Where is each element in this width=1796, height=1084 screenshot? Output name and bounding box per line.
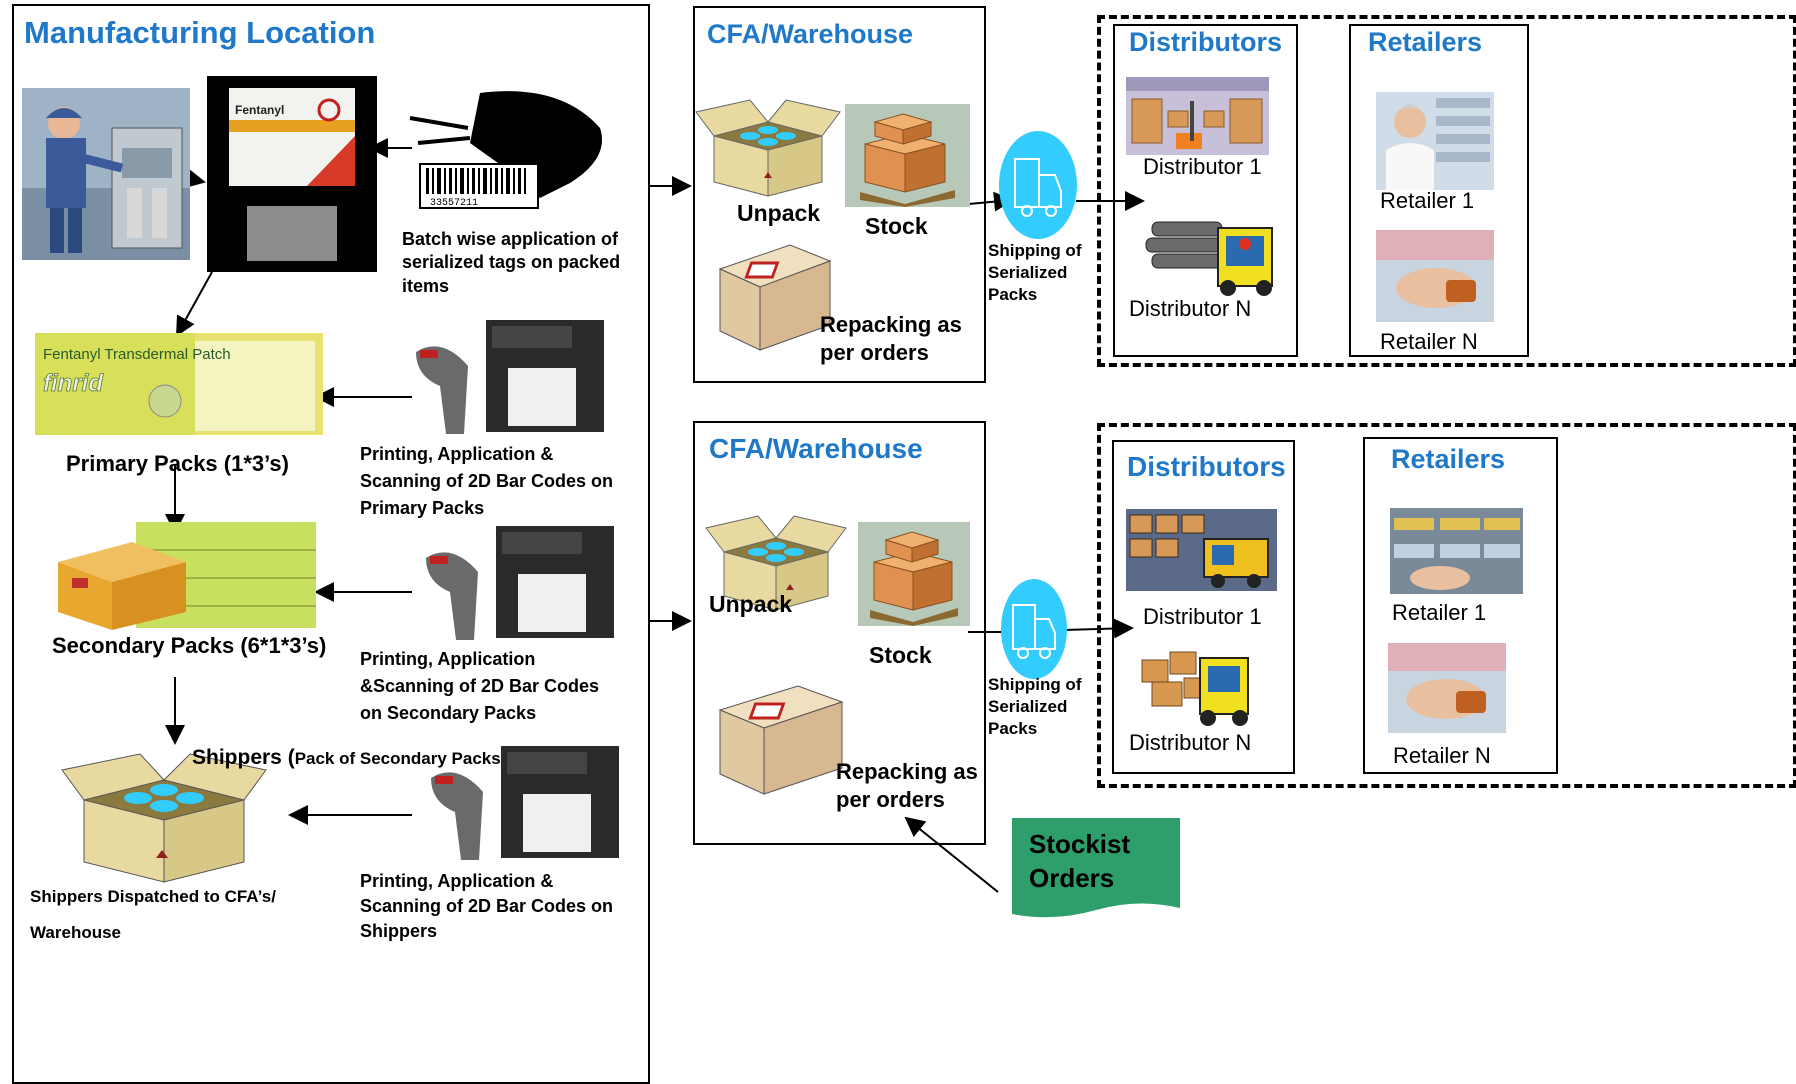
shippers-title-sub: Pack of Secondary Packs)	[294, 749, 507, 768]
shipping-top-label: Shipping of Serialized Packs	[988, 241, 1082, 305]
cfa-warehouse-top-title: CFA/Warehouse	[707, 19, 914, 49]
shipping-bottom-label: Shipping of Serialized Packs	[988, 675, 1082, 739]
pack-brand-name-text: finrid	[43, 370, 104, 397]
stockist-orders-label: Stockist Orders	[1029, 829, 1131, 893]
stockist-orders-shape	[1012, 818, 1180, 918]
unpack-box-top-icon	[695, 99, 841, 197]
stock-top-label: Stock	[865, 213, 928, 239]
shippers-dispatched-label: Shippers Dispatched to CFA’s/	[30, 887, 276, 906]
shippers-title-main: Shippers (	[192, 746, 295, 769]
warehouse-label: Warehouse	[30, 923, 122, 942]
batch-label: Batch wise application of serialized tag…	[402, 229, 621, 296]
shippers-title: Shippers (Pack of Secondary Packs)	[192, 744, 506, 771]
stock-pallet-bottom-icon	[858, 522, 970, 626]
barcode-number: 33557211	[430, 198, 478, 209]
printer-scanner-2-icon	[426, 526, 614, 640]
repacking-carton-top-icon	[718, 244, 832, 351]
distributor-1-top-illustration	[1126, 77, 1269, 155]
retailers-top-title: Retailers	[1368, 27, 1483, 57]
repacking-top-label: Repacking as per orders	[820, 312, 962, 365]
retailer-n-top-label: Retailer N	[1380, 329, 1478, 354]
primary-packs-photo: Fentanyl Transdermal Patch finrid	[35, 333, 323, 435]
secondary-packs-photo	[58, 522, 316, 630]
distributor-1-bottom-label: Distributor 1	[1143, 604, 1262, 629]
manufacturing-title: Manufacturing Location	[24, 15, 376, 50]
distributor-n-bottom-illustration	[1141, 651, 1249, 726]
print-shippers-label: Printing, Application & Scanning of 2D B…	[360, 871, 614, 942]
print-secondary-label: Printing, Application &Scanning of 2D Ba…	[360, 649, 600, 723]
arrow-pack-to-primary	[176, 271, 213, 337]
network-top-dashed-box	[1097, 15, 1796, 367]
unpack-top-label: Unpack	[737, 200, 821, 226]
cfa-warehouse-bottom-title: CFA/Warehouse	[709, 433, 923, 464]
worker-machine-illustration	[22, 88, 190, 260]
retailer-n-bottom-label: Retailer N	[1393, 743, 1491, 768]
truck-bottom-icon	[1001, 579, 1067, 679]
distributor-1-bottom-illustration	[1126, 509, 1277, 591]
primary-packs-label: Primary Packs (1*3’s)	[66, 451, 289, 476]
distributors-top-title: Distributors	[1129, 27, 1283, 57]
secondary-packs-label: Secondary Packs (6*1*3’s)	[52, 633, 327, 658]
network-bottom-dashed-box	[1097, 423, 1796, 788]
pack-brand-text: Fentanyl	[235, 103, 284, 117]
retailer-1-top-label: Retailer 1	[1380, 188, 1475, 213]
distributor-n-bottom-label: Distributor N	[1129, 730, 1252, 755]
barcode-scanner-gun-icon: 33557211	[409, 91, 602, 209]
repacking-bottom-label: Repacking as per orders	[836, 759, 978, 812]
unpack-box-bottom-icon	[705, 515, 847, 611]
retailer-n-top-photo	[1376, 230, 1494, 322]
arrow-stockist-to-repacking	[904, 816, 999, 893]
retailers-bottom-title: Retailers	[1391, 444, 1506, 474]
repacking-carton-bottom-icon	[718, 685, 844, 795]
stock-bottom-label: Stock	[869, 642, 932, 668]
retailer-1-bottom-label: Retailer 1	[1392, 600, 1487, 625]
shippers-open-box-icon	[61, 753, 267, 883]
retailer-1-bottom-photo	[1390, 508, 1523, 594]
distributor-1-top-label: Distributor 1	[1143, 154, 1262, 179]
truck-top-icon	[999, 131, 1077, 239]
arrow-truck-to-distributor-bottom	[1063, 618, 1134, 639]
printer-scanner-1-icon	[416, 320, 604, 434]
stock-pallet-top-icon	[845, 104, 970, 207]
retailer-1-top-photo	[1376, 92, 1494, 190]
print-primary-label: Printing, Application & Scanning of 2D B…	[360, 444, 614, 518]
pack-product-text: Fentanyl Transdermal Patch	[43, 346, 231, 363]
fentanyl-pack-photo: Fentanyl	[207, 76, 377, 272]
unpack-bottom-label: Unpack	[709, 591, 793, 617]
retailer-n-bottom-photo	[1388, 643, 1506, 733]
distributor-n-top-illustration	[1145, 221, 1273, 296]
distributors-bottom-title: Distributors	[1127, 451, 1286, 482]
distributor-n-top-label: Distributor N	[1129, 296, 1252, 321]
printer-scanner-3-icon	[431, 746, 619, 860]
